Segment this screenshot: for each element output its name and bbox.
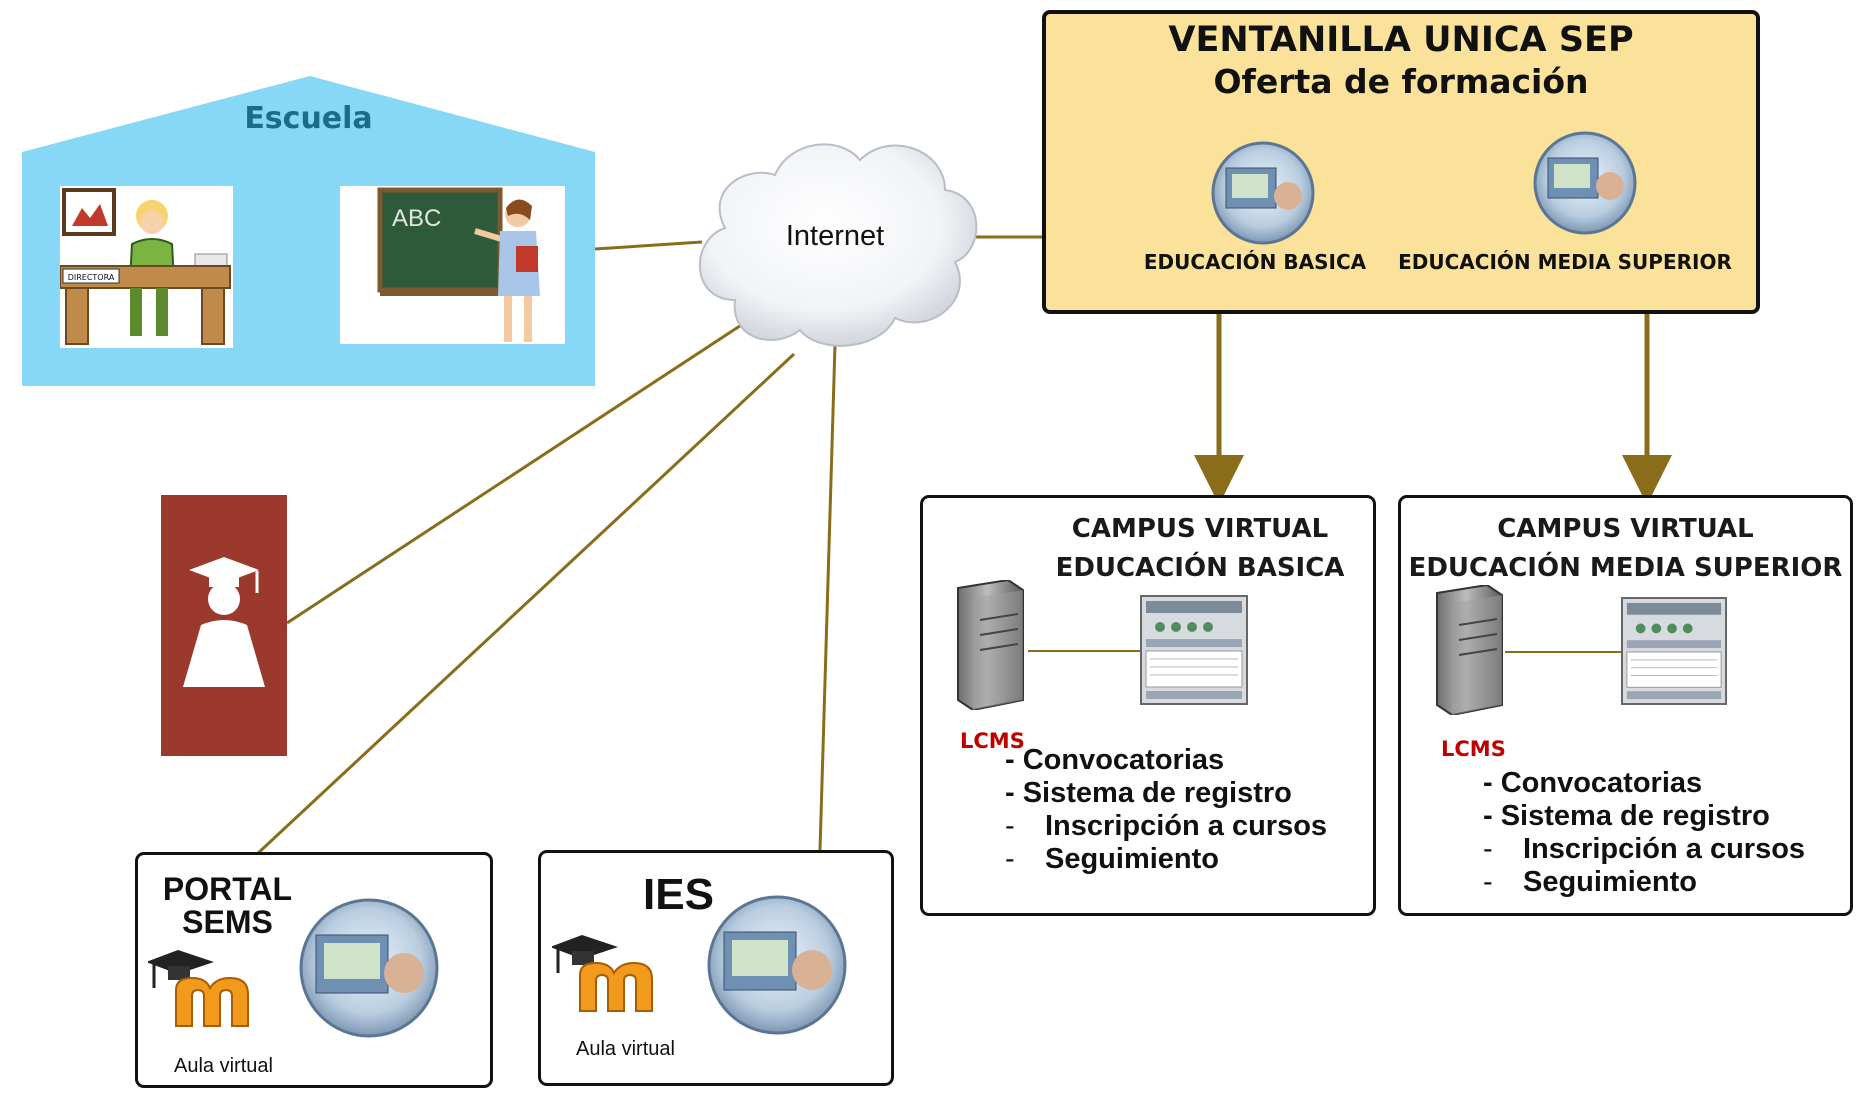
server-window-connector <box>1028 650 1140 652</box>
campus-basica-feature-seguimiento: -Seguimiento <box>1005 843 1327 876</box>
list-dash: - <box>1483 833 1493 865</box>
moodle-logo-icon <box>552 935 653 1012</box>
campus-basica-title-line2: EDUCACIÓN BASICA <box>1055 553 1345 583</box>
connector-internet-ies <box>818 344 837 851</box>
campus-media-title: CAMPUS VIRTUAL EDUCACIÓN MEDIA SUPERIOR <box>1398 510 1853 588</box>
ventanilla-subtitle: Oferta de formación <box>1213 62 1589 101</box>
moodle-logo-icon <box>148 950 249 1027</box>
server-icon <box>957 580 1024 710</box>
directora-sign: DIRECTORA <box>68 273 115 282</box>
ventanilla-basica-label: EDUCACIÓN BASICA <box>1143 250 1367 274</box>
campus-media-feature-inscripcion-text: Inscripción a cursos <box>1523 833 1806 865</box>
director-picture: DIRECTORA <box>59 186 233 348</box>
list-dash: - <box>1483 866 1493 898</box>
campus-basica-feature-seguimiento-text: Seguimiento <box>1045 843 1220 875</box>
chalkboard-text: ABC <box>392 205 441 232</box>
ventanilla-title: VENTANILLA UNICA SEP <box>1168 20 1634 60</box>
graduate-icon <box>161 495 287 756</box>
campus-media-feature-convocatorias: - Convocatorias <box>1483 767 1703 799</box>
connector-escuela-internet <box>594 240 703 251</box>
school-roof <box>22 76 595 152</box>
campus-basica-feature-inscripcion: -Inscripción a cursos <box>1005 810 1327 843</box>
connector-internet-graduate <box>286 316 753 625</box>
portal-sems-title: PORTAL SEMS <box>150 873 305 939</box>
list-dash: - <box>1005 843 1015 875</box>
portal-sems-title-line1: PORTAL <box>162 871 293 907</box>
connector-internet-portal <box>254 352 796 857</box>
school-label: Escuela <box>244 101 373 136</box>
list-dash: - <box>1005 810 1015 842</box>
server-icon <box>1436 585 1503 715</box>
campus-media-feature-seguimiento: -Seguimiento <box>1483 866 1805 899</box>
ventanilla-media-superior-label: EDUCACIÓN MEDIA SUPERIOR <box>1398 250 1732 274</box>
campus-basica-lcms-label: LCMS <box>960 729 1025 753</box>
campus-basica-title: CAMPUS VIRTUAL EDUCACIÓN BASICA <box>1020 510 1380 588</box>
portal-sems-title-line2: SEMS <box>182 904 273 940</box>
campus-basica-feature-convocatorias: - Convocatorias <box>1005 744 1225 776</box>
ies-title: IES <box>643 870 714 919</box>
campus-basica-feature-registro: - Sistema de registro <box>1005 777 1292 809</box>
computer-user-avatar-icon <box>707 895 847 1035</box>
portal-sems-caption: Aula virtual <box>174 1055 273 1077</box>
campus-media-title-line1: CAMPUS VIRTUAL <box>1497 514 1754 544</box>
campus-basica-feature-list: - Convocatorias - Sistema de registro -I… <box>1005 744 1327 876</box>
campus-media-feature-inscripcion: -Inscripción a cursos <box>1483 833 1805 866</box>
teacher-picture: ABC <box>340 186 565 344</box>
ventanilla-unica-box <box>1042 10 1760 314</box>
server-window-connector <box>1505 651 1621 653</box>
computer-user-avatar-icon <box>1533 131 1637 235</box>
lcms-window-icon <box>1140 595 1248 705</box>
ies-caption: Aula virtual <box>576 1038 675 1060</box>
campus-media-feature-registro: - Sistema de registro <box>1483 800 1770 832</box>
campus-basica-title-line1: CAMPUS VIRTUAL <box>1071 514 1329 544</box>
internet-label: Internet <box>785 220 885 252</box>
computer-user-avatar-icon <box>299 898 439 1038</box>
internet-cloud-icon <box>699 143 978 347</box>
campus-media-lcms-label: LCMS <box>1441 737 1506 761</box>
campus-media-feature-list: - Convocatorias - Sistema de registro -I… <box>1483 767 1805 899</box>
lcms-window-icon <box>1621 597 1727 705</box>
campus-media-feature-seguimiento-text: Seguimiento <box>1523 866 1698 898</box>
campus-media-title-line2: EDUCACIÓN MEDIA SUPERIOR <box>1408 553 1843 583</box>
campus-basica-feature-inscripcion-text: Inscripción a cursos <box>1045 810 1328 842</box>
computer-user-avatar-icon <box>1211 141 1315 245</box>
